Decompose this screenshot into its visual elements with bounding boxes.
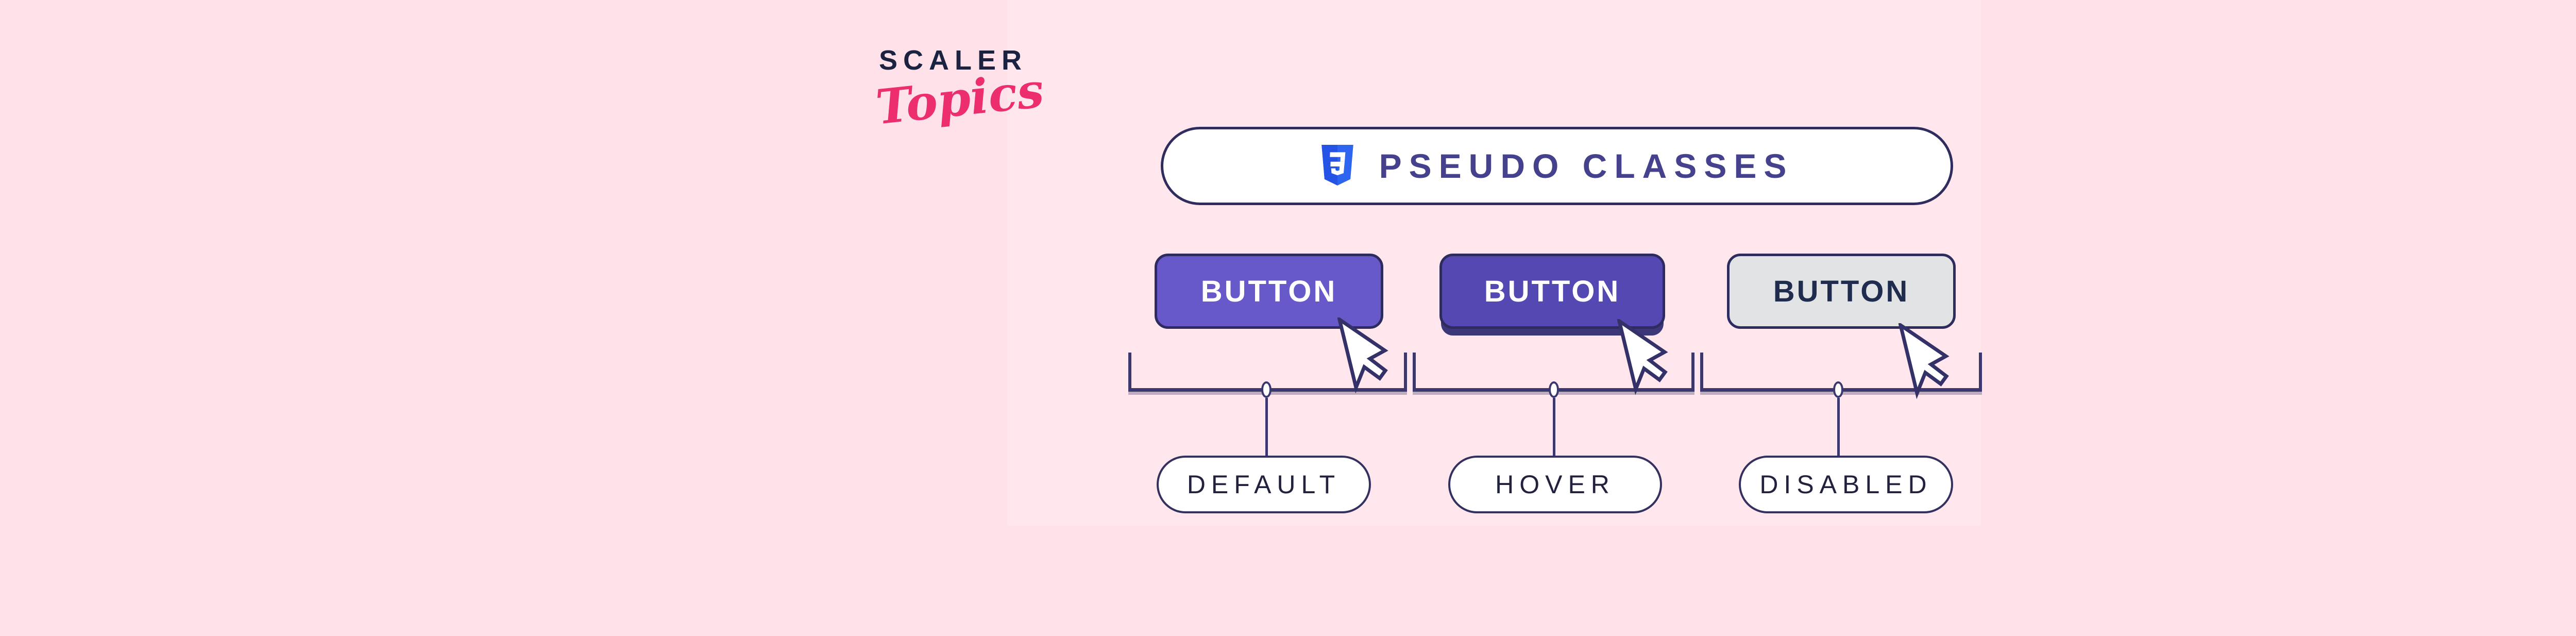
connector-node	[1833, 381, 1843, 398]
bracket-stub	[1404, 353, 1407, 390]
button-hover[interactable]: BUTTON	[1439, 254, 1665, 329]
logo-text-scaler: SCALER	[878, 45, 1027, 76]
bracket-stub	[1691, 353, 1694, 390]
bracket-stub	[1128, 353, 1131, 390]
logo-text-topics: Topics	[873, 62, 1046, 136]
connector-node	[1549, 381, 1559, 398]
bracket-stub	[1700, 353, 1703, 390]
mouse-pointer-icon	[1337, 317, 1388, 394]
bracket-stub	[1413, 353, 1416, 390]
connector-line	[1553, 398, 1555, 457]
state-label-default: DEFAULT	[1157, 456, 1371, 513]
connector-line	[1837, 398, 1840, 457]
page-title: PSEUDO CLASSES	[1379, 147, 1794, 185]
scaler-topics-logo: SCALER Topics	[873, 45, 1046, 135]
connector-line	[1265, 398, 1268, 457]
button-default[interactable]: BUTTON	[1155, 254, 1383, 329]
mouse-pointer-icon	[1617, 319, 1668, 395]
header-title-pill: PSEUDO CLASSES	[1161, 127, 1953, 205]
mouse-pointer-icon	[1899, 323, 1950, 399]
button-disabled[interactable]: BUTTON	[1727, 254, 1956, 329]
css3-shield-icon	[1321, 145, 1353, 186]
connector-node	[1261, 381, 1272, 398]
bracket-stub	[1979, 353, 1982, 390]
state-label-disabled: DISABLED	[1739, 456, 1953, 513]
state-label-hover: HOVER	[1448, 456, 1662, 513]
